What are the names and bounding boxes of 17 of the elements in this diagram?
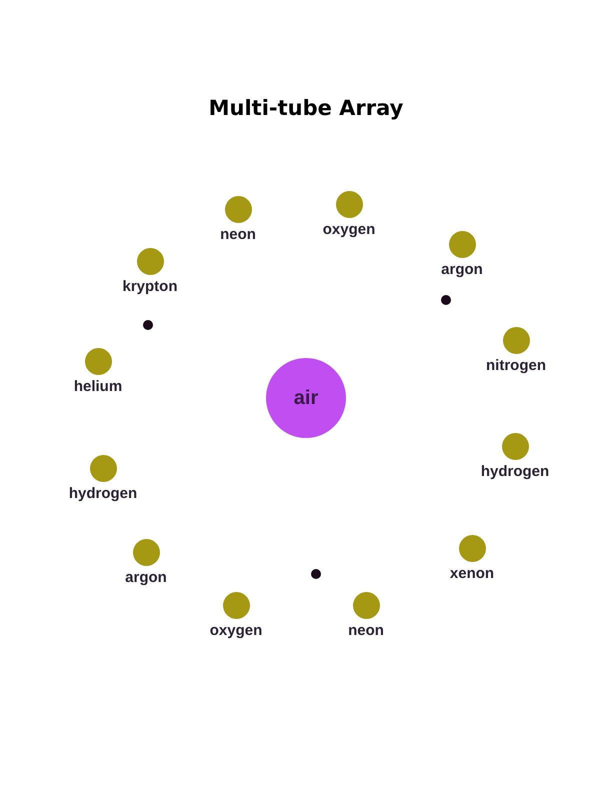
tube-label: argon <box>441 261 483 278</box>
dot-marker <box>311 569 321 579</box>
tube-label: krypton <box>122 278 178 295</box>
tube-label: neon <box>220 226 256 243</box>
tube-label: argon <box>125 569 167 586</box>
dot-marker <box>143 320 153 330</box>
tube-label: neon <box>348 622 384 639</box>
tube-label: hydrogen <box>480 463 550 480</box>
circle-node: air <box>266 358 346 438</box>
tube-label: nitrogen <box>486 357 546 374</box>
tube-label: oxygen <box>322 221 376 238</box>
diagram-title: Multi-tube Array <box>208 96 404 120</box>
tube-label: helium <box>74 378 122 395</box>
dot-marker <box>441 295 451 305</box>
tube-label: xenon <box>450 565 494 582</box>
tube-label: oxygen <box>210 622 262 639</box>
tube-label: hydrogen <box>68 485 138 502</box>
